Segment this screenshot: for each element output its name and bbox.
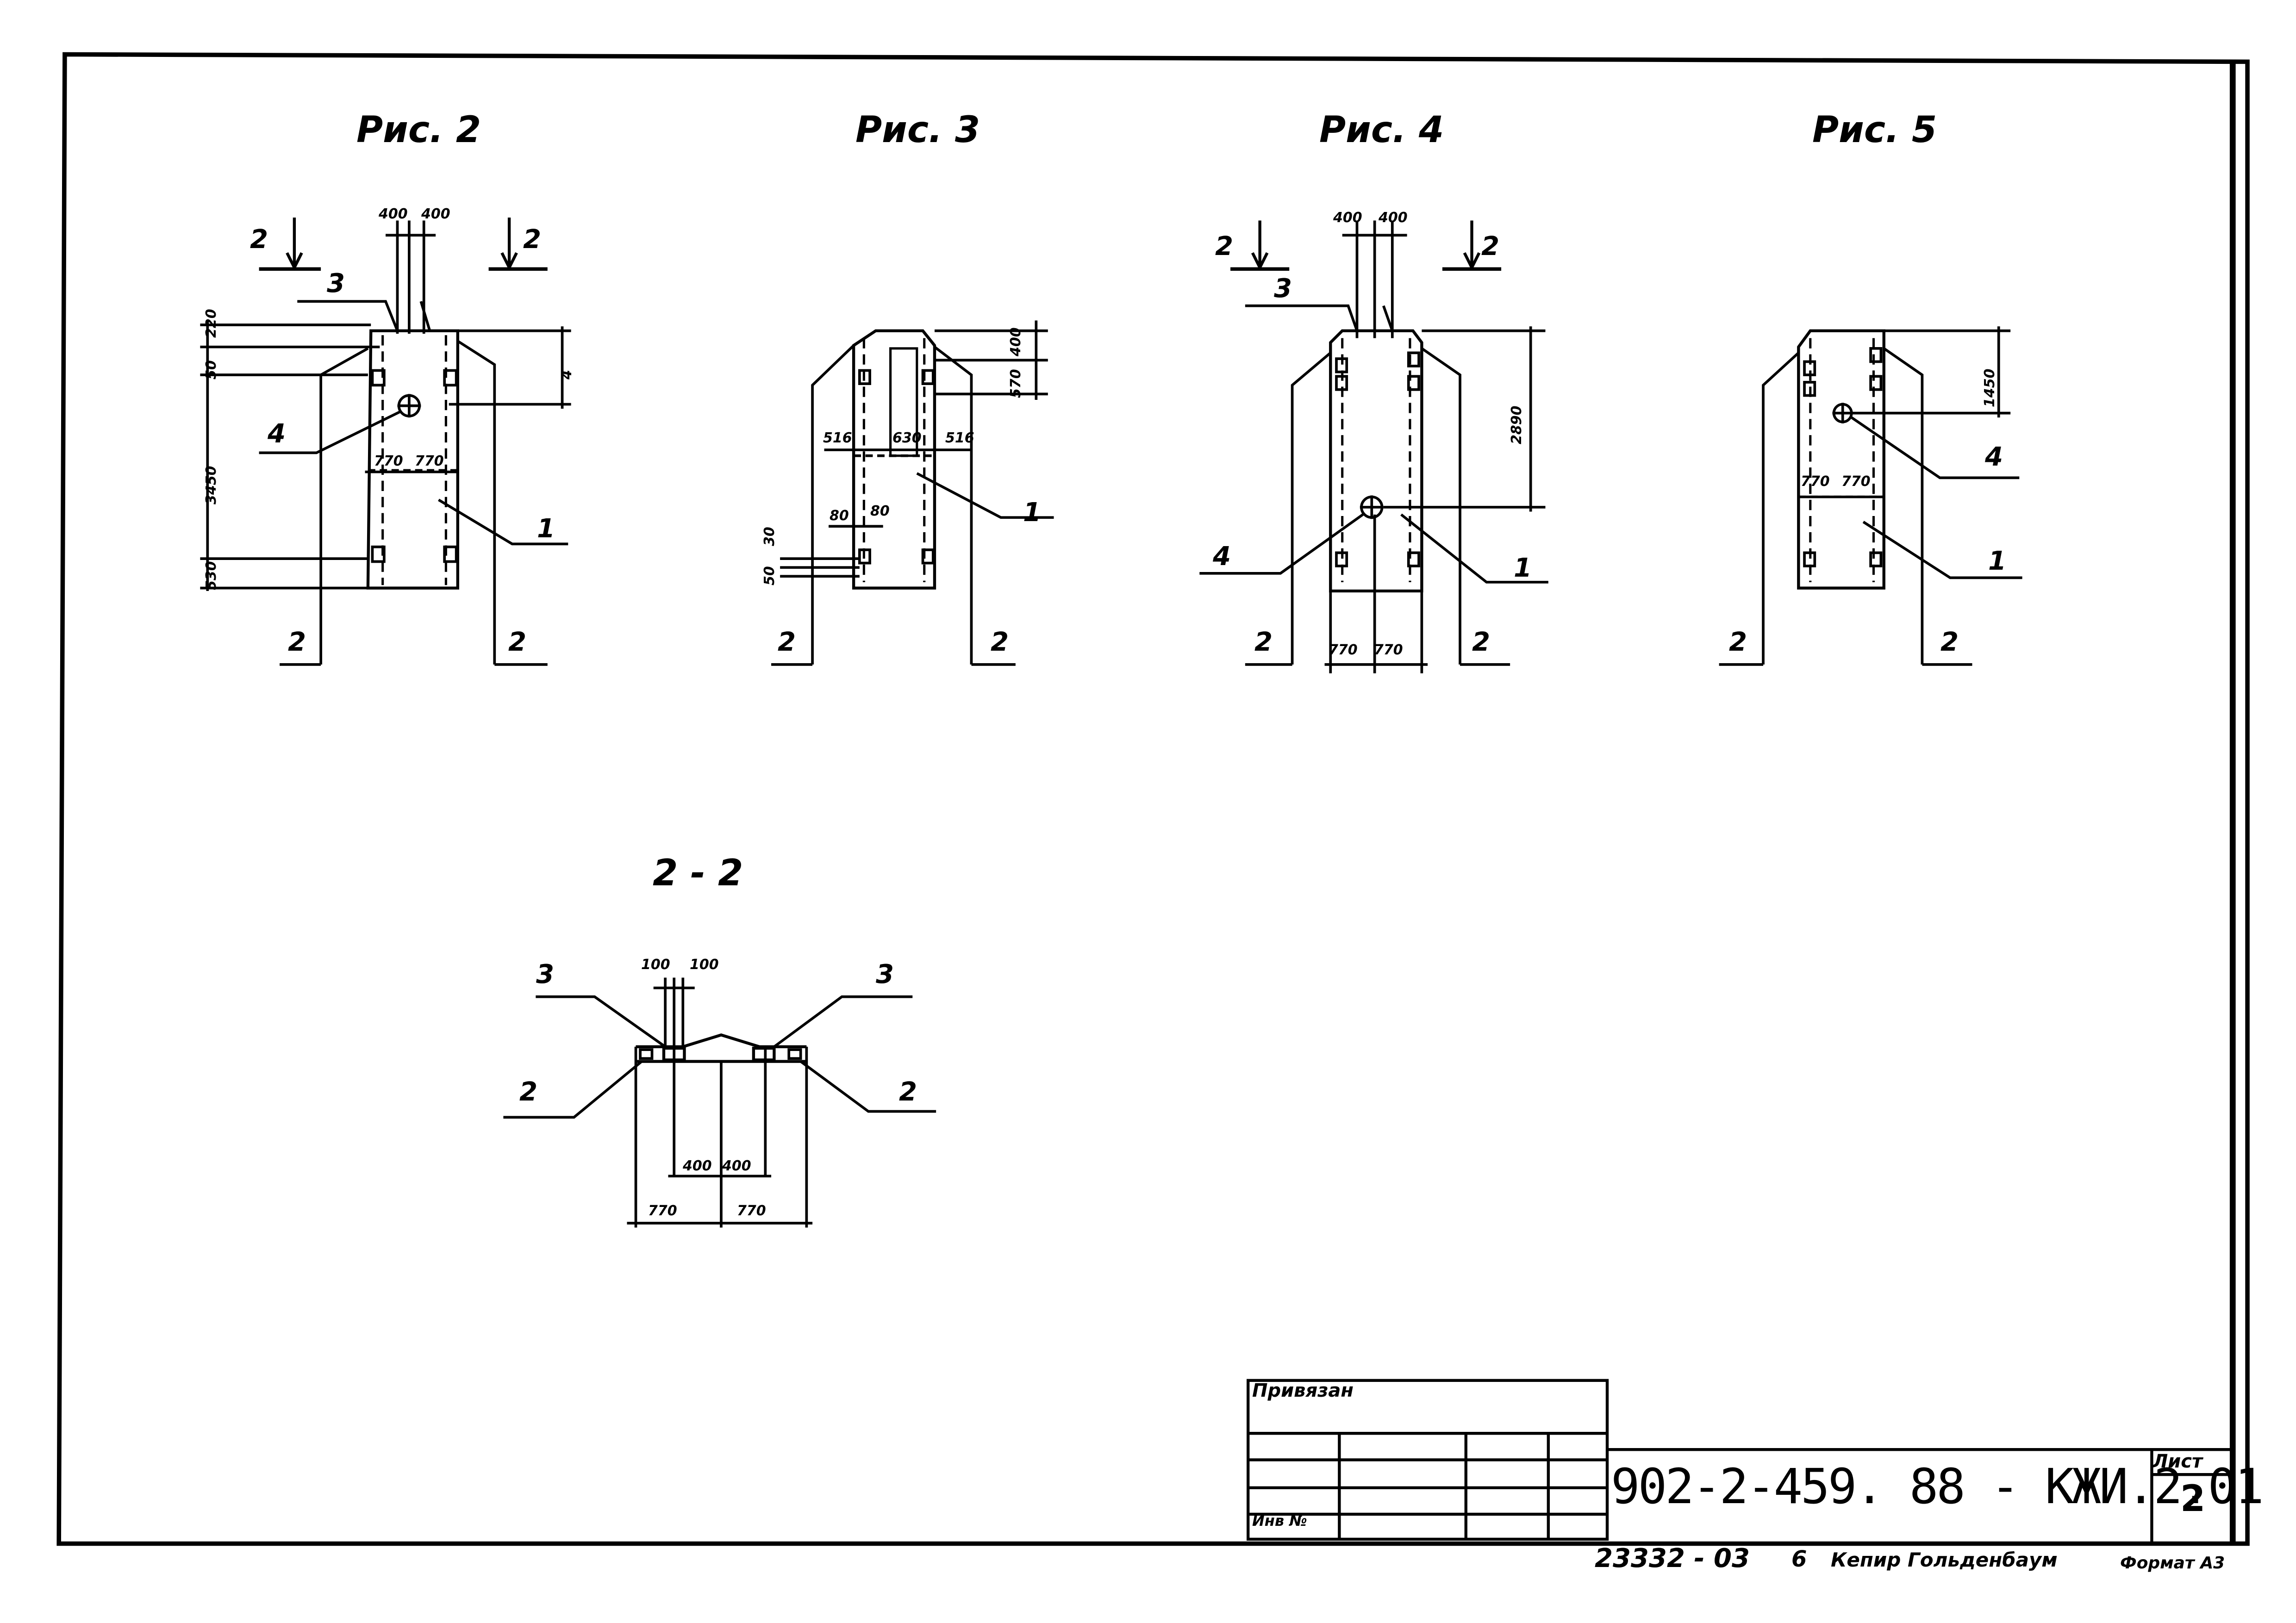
fig3-bottom-right-2: 2	[991, 627, 1009, 657]
fig4-leader-4: 4	[1213, 541, 1231, 572]
fig5-leader-1: 1	[1988, 546, 2006, 576]
fig2-section-mark-left: 2	[250, 224, 268, 255]
figure-3	[771, 320, 1054, 666]
fig4-leader-1: 1	[1514, 553, 1532, 583]
section-label-2-right: 2	[899, 1077, 917, 1107]
fig2-bottom-left-2: 2	[288, 627, 306, 657]
section-title: 2 - 2	[653, 852, 743, 894]
section-label-2-left: 2	[519, 1077, 537, 1107]
fig4-section-mark-left: 2	[1215, 231, 1233, 261]
fig4-dim-400-left: 400	[1333, 210, 1362, 226]
section-dim-400-right: 400	[722, 1158, 751, 1174]
figure-4	[1199, 220, 1548, 673]
fig2-dim-530: 530	[203, 561, 219, 590]
fig3-dim-516-right: 516	[945, 430, 974, 446]
fig2-dim-50: 50	[203, 360, 219, 379]
sheet-number: 2	[2180, 1478, 2206, 1520]
fig5-dim-770-right: 770	[1841, 473, 1871, 490]
section-dim-100-left: 100	[641, 957, 670, 973]
fig4-section-mark-right: 2	[1481, 231, 1499, 261]
footer-names: Кепир Гольденбаум	[1831, 1548, 2058, 1571]
fig4-dim-770-right: 770	[1374, 642, 1403, 658]
fig3-title: Рис. 3	[855, 109, 980, 151]
footer-order: 23332 - 03	[1595, 1543, 1750, 1573]
fig5-bottom-right-2: 2	[1940, 627, 1959, 657]
fig4-bottom-right-2: 2	[1472, 627, 1490, 657]
title-block	[1247, 1379, 2233, 1544]
fig3-dim-570: 570	[1008, 369, 1024, 398]
section-dim-770-right: 770	[737, 1203, 766, 1219]
fig3-dim-80-right: 80	[870, 503, 890, 519]
title-block-privyazan: Привязан	[1252, 1380, 1354, 1401]
section-label-3-left: 3	[536, 959, 554, 989]
fig3-dim-50: 50	[761, 566, 778, 585]
sheet-frame	[56, 52, 2250, 1546]
fig3-dim-30: 30	[761, 527, 778, 546]
fig2-bottom-right-2: 2	[508, 627, 526, 657]
section-dim-400-left: 400	[683, 1158, 712, 1174]
document-code: 902-2-459. 88 - КЖИ.2.01	[1611, 1458, 2264, 1515]
fig3-dim-80-left: 80	[830, 508, 849, 524]
fig3-dim-400: 400	[1008, 327, 1024, 356]
fig4-dim-400-right: 400	[1379, 210, 1408, 226]
section-label-3-right: 3	[876, 959, 894, 989]
figure-2	[200, 218, 571, 666]
section-2-2	[503, 977, 936, 1228]
fig2-dim-400-right: 400	[421, 206, 450, 222]
fig5-dim-1450: 1450	[1982, 368, 1998, 408]
fig2-dim-220: 220	[203, 309, 219, 338]
fig2-title: Рис. 2	[356, 109, 481, 151]
fig2-dim-770-left: 770	[374, 453, 403, 469]
section-dim-770-left: 770	[648, 1203, 677, 1219]
fig3-dim-516-left: 516	[823, 430, 852, 446]
fig2-section-mark-right: 2	[523, 224, 541, 255]
fig4-dim-770-left: 770	[1329, 642, 1358, 658]
fig3-leader-1: 1	[1023, 497, 1041, 528]
fig4-leader-3: 3	[1274, 274, 1292, 304]
fig2-dim-400-left: 400	[379, 206, 408, 222]
fig5-leader-4: 4	[1985, 442, 2003, 472]
fig2-leader-3: 3	[327, 268, 345, 298]
title-block-inv: Инв №	[1252, 1512, 1307, 1530]
fig5-bottom-left-2: 2	[1729, 627, 1747, 657]
fig2-dim-a: 4	[559, 370, 575, 379]
figure-5	[1719, 326, 2022, 666]
fig3-dim-630: 630	[892, 430, 922, 446]
fig2-dim-3450: 3450	[203, 466, 219, 505]
fig2-leader-4: 4	[268, 419, 286, 449]
footer-sheet: 6	[1791, 1546, 1807, 1572]
fig2-dim-770-right: 770	[415, 453, 444, 469]
fig4-bottom-left-2: 2	[1254, 627, 1273, 657]
sheet-label: Лист	[2152, 1451, 2203, 1472]
fig5-dim-770-left: 770	[1801, 473, 1830, 490]
fig2-leader-1: 1	[537, 514, 555, 544]
fig4-dim-2890: 2890	[1509, 405, 1525, 445]
fig5-title: Рис. 5	[1812, 109, 1937, 151]
section-dim-100-right: 100	[690, 957, 719, 973]
fig4-title: Рис. 4	[1319, 109, 1444, 151]
footer-format: Формат А3	[2120, 1554, 2225, 1573]
fig3-bottom-left-2: 2	[778, 627, 796, 657]
